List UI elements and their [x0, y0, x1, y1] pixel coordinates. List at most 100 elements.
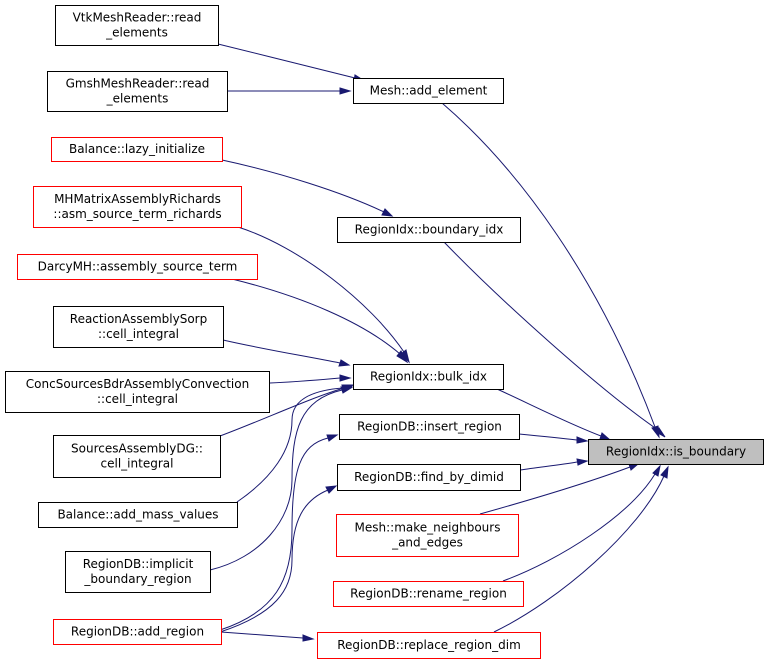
edge-arrowhead [381, 208, 394, 217]
node-box[interactable] [47, 71, 228, 112]
edge-gmsh-read-to-add-element [228, 87, 352, 95]
edge-arrowhead [652, 464, 661, 477]
node-box[interactable] [333, 581, 524, 607]
edge-arrowhead [338, 359, 351, 367]
edge-line [217, 43, 356, 79]
edge-arrowhead [576, 458, 589, 466]
node-balance-lazy[interactable]: Balance::lazy_initialize [51, 137, 223, 162]
node-box[interactable] [55, 5, 219, 46]
node-box[interactable] [51, 137, 223, 162]
edge-line [493, 475, 665, 633]
node-rename-region[interactable]: RegionDB::rename_region [333, 581, 524, 607]
node-gmsh-read[interactable]: GmshMeshReader::read_elements [47, 71, 228, 112]
node-label-line: ::asm_source_term_richards [53, 207, 221, 221]
node-insert-region[interactable]: RegionDB::insert_region [339, 414, 520, 440]
edge-line [269, 377, 341, 384]
node-label-line: _and_edges [391, 536, 463, 550]
node-box[interactable] [53, 619, 222, 645]
node-reaction[interactable]: ReactionAssemblySorp::cell_integral [53, 306, 224, 348]
edge-reaction-to-bulk-idx [222, 339, 351, 367]
node-label-line: SourcesAssemblyDG:: [71, 442, 203, 456]
node-label-line: RegionDB::rename_region [350, 587, 507, 601]
node-label-line: Balance::add_mass_values [57, 508, 218, 522]
edge-line [237, 226, 405, 353]
node-add-region[interactable]: RegionDB::add_region [53, 619, 222, 645]
edge-arrowhead [339, 87, 352, 95]
node-vtk-read[interactable]: VtkMeshReader::read_elements [55, 5, 219, 46]
node-box[interactable] [33, 186, 242, 228]
edge-line [209, 389, 343, 571]
node-label-line: RegionIdx::is_boundary [606, 445, 746, 459]
node-box[interactable] [65, 551, 211, 593]
edge-line [496, 388, 602, 437]
node-label-line: RegionIdx::bulk_idx [370, 370, 487, 384]
edge-balance-lazy-to-boundary-idx [221, 159, 394, 217]
edges-layer [209, 43, 669, 642]
node-label-line: RegionDB::insert_region [357, 420, 502, 434]
node-box[interactable] [353, 78, 504, 104]
node-label-line: RegionIdx::boundary_idx [355, 223, 504, 237]
node-box[interactable] [337, 217, 521, 243]
node-label-line: cell_integral [101, 457, 174, 471]
edge-line [219, 489, 329, 633]
edge-add-region-to-insert-region [219, 434, 339, 631]
edge-line [219, 387, 345, 437]
node-balance-mass[interactable]: Balance::add_mass_values [38, 502, 238, 528]
node-make-neighbours[interactable]: Mesh::make_neighbours_and_edges [336, 514, 519, 557]
node-boundary-idx[interactable]: RegionIdx::boundary_idx [337, 217, 521, 243]
node-box[interactable] [353, 364, 504, 390]
node-box[interactable] [38, 502, 238, 528]
node-box[interactable] [317, 632, 541, 659]
node-label-line: MHMatrixAssemblyRichards [54, 192, 221, 206]
edge-arrowhead [302, 634, 315, 642]
edge-mhmatrix-to-bulk-idx [237, 226, 410, 364]
edge-arrowhead [599, 432, 612, 441]
edge-line [519, 461, 578, 471]
node-label-line: ::cell_integral [97, 392, 178, 406]
edge-darcy-to-bulk-idx [231, 278, 409, 364]
node-concsources[interactable]: ConcSourcesBdrAssemblyConvection::cell_i… [5, 371, 270, 413]
edge-add-region-to-replace-dim [220, 631, 315, 642]
node-find-by-dimid[interactable]: RegionDB::find_by_dimid [337, 464, 521, 491]
edge-line [221, 159, 385, 213]
node-label-line: GmshMeshReader::read [66, 77, 210, 91]
edge-line [219, 437, 329, 631]
edge-line [502, 473, 656, 582]
node-box[interactable] [336, 514, 519, 557]
edge-arrowhead [339, 374, 352, 382]
node-is-boundary[interactable]: RegionIdx::is_boundary [588, 439, 764, 465]
edge-line [479, 466, 631, 515]
node-box[interactable] [5, 371, 270, 413]
node-label-line: _boundary_region [83, 572, 191, 586]
node-label-line: Mesh::make_neighbours [355, 521, 501, 535]
edge-line [443, 241, 659, 431]
edge-line [220, 631, 304, 639]
node-box[interactable] [337, 464, 521, 491]
node-label-line: VtkMeshReader::read [73, 11, 202, 25]
node-box[interactable] [53, 306, 224, 348]
node-box[interactable] [339, 414, 520, 440]
edge-arrowhead [396, 350, 409, 364]
node-darcy[interactable]: DarcyMH::assembly_source_term [17, 254, 258, 280]
node-add-element[interactable]: Mesh::add_element [353, 78, 504, 104]
node-replace-dim[interactable]: RegionDB::replace_region_dim [317, 632, 541, 659]
edge-insert-region-to-is-boundary [518, 433, 589, 444]
node-box[interactable] [53, 435, 221, 478]
edge-implicit-to-bulk-idx [209, 386, 353, 571]
node-label-line: ConcSourcesBdrAssemblyConvection [26, 377, 249, 391]
node-bulk-idx[interactable]: RegionIdx::bulk_idx [353, 364, 504, 390]
node-mhmatrix[interactable]: MHMatrixAssemblyRichards::asm_source_ter… [33, 186, 242, 228]
edge-concsources-to-bulk-idx [269, 374, 352, 384]
node-implicit[interactable]: RegionDB::implicit_boundary_region [65, 551, 211, 593]
node-sourcesdg[interactable]: SourcesAssemblyDG::cell_integral [53, 435, 221, 478]
edge-arrowhead [340, 386, 353, 394]
edge-find-by-dimid-to-is-boundary [519, 458, 589, 471]
node-label-line: Mesh::add_element [370, 84, 488, 98]
edge-arrowhead [326, 434, 339, 442]
node-box[interactable] [588, 439, 764, 465]
edge-line [518, 433, 578, 441]
node-box[interactable] [17, 254, 258, 280]
edge-line [236, 387, 344, 503]
node-label-line: RegionDB::find_by_dimid [354, 470, 504, 484]
